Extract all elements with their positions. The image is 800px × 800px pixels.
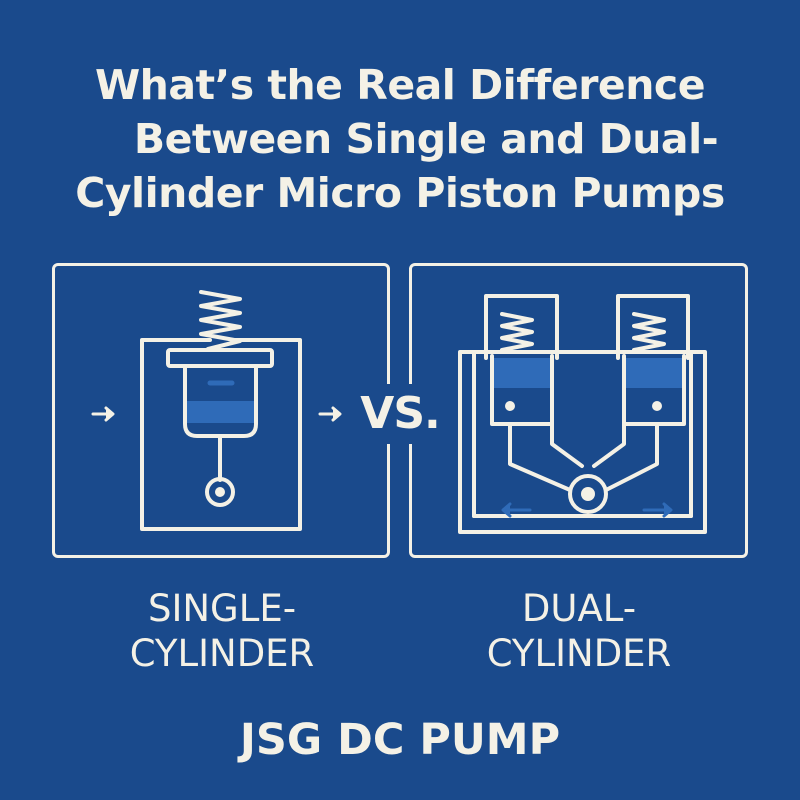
- piston-icon: [183, 364, 258, 438]
- spring-icon: [632, 312, 666, 352]
- connecting-rod-icon: [508, 422, 572, 492]
- dual-cylinder-panel: [409, 263, 748, 558]
- page-title: What’s the Real Difference Between Singl…: [0, 58, 800, 220]
- single-cylinder-diagram: [91, 290, 342, 531]
- crankshaft-icon: [568, 474, 608, 514]
- connecting-rod-icon: [604, 422, 659, 492]
- piston-pin: [652, 401, 662, 411]
- single-cylinder-panel: [52, 263, 390, 558]
- piston-cap: [166, 348, 274, 368]
- piston-fill: [492, 358, 552, 388]
- piston-fill: [624, 358, 684, 388]
- connecting-rod-icon: [550, 376, 584, 468]
- single-cylinder-label-line-2: CYLINDER: [129, 632, 315, 675]
- flow-arrow-icon: [501, 502, 673, 518]
- crank-pivot: [205, 477, 235, 507]
- crank-pin: [215, 487, 225, 497]
- right-cylinder-head: [616, 294, 690, 360]
- brand-name: JSG DC PUMP: [239, 715, 561, 765]
- dual-cylinder-diagram: [458, 294, 707, 534]
- flow-arrow-icon: [91, 406, 342, 422]
- crank-pin: [581, 487, 595, 501]
- pump-housing: [458, 350, 707, 534]
- spring-icon: [500, 312, 534, 352]
- piston-pin: [505, 401, 515, 411]
- left-cylinder-head: [484, 294, 559, 360]
- pump-housing: [140, 338, 302, 531]
- dual-cylinder-label: DUAL- CYLINDER: [409, 586, 749, 676]
- single-cylinder-label-line-1: SINGLE-: [147, 587, 297, 630]
- title-line-1: What’s the Real Difference: [94, 61, 706, 109]
- dual-cylinder-label-line-1: DUAL-: [521, 587, 637, 630]
- title-line-2: Between Single and Dual-: [133, 115, 719, 163]
- piston-fill: [187, 401, 254, 423]
- title-line-3: Cylinder Micro Piston Pumps: [75, 169, 725, 217]
- single-cylinder-label: SINGLE- CYLINDER: [52, 586, 392, 676]
- connecting-rod-icon: [592, 376, 626, 468]
- spring-icon: [199, 290, 242, 351]
- versus-separator: VS.: [345, 384, 455, 444]
- dual-cylinder-label-line-2: CYLINDER: [486, 632, 672, 675]
